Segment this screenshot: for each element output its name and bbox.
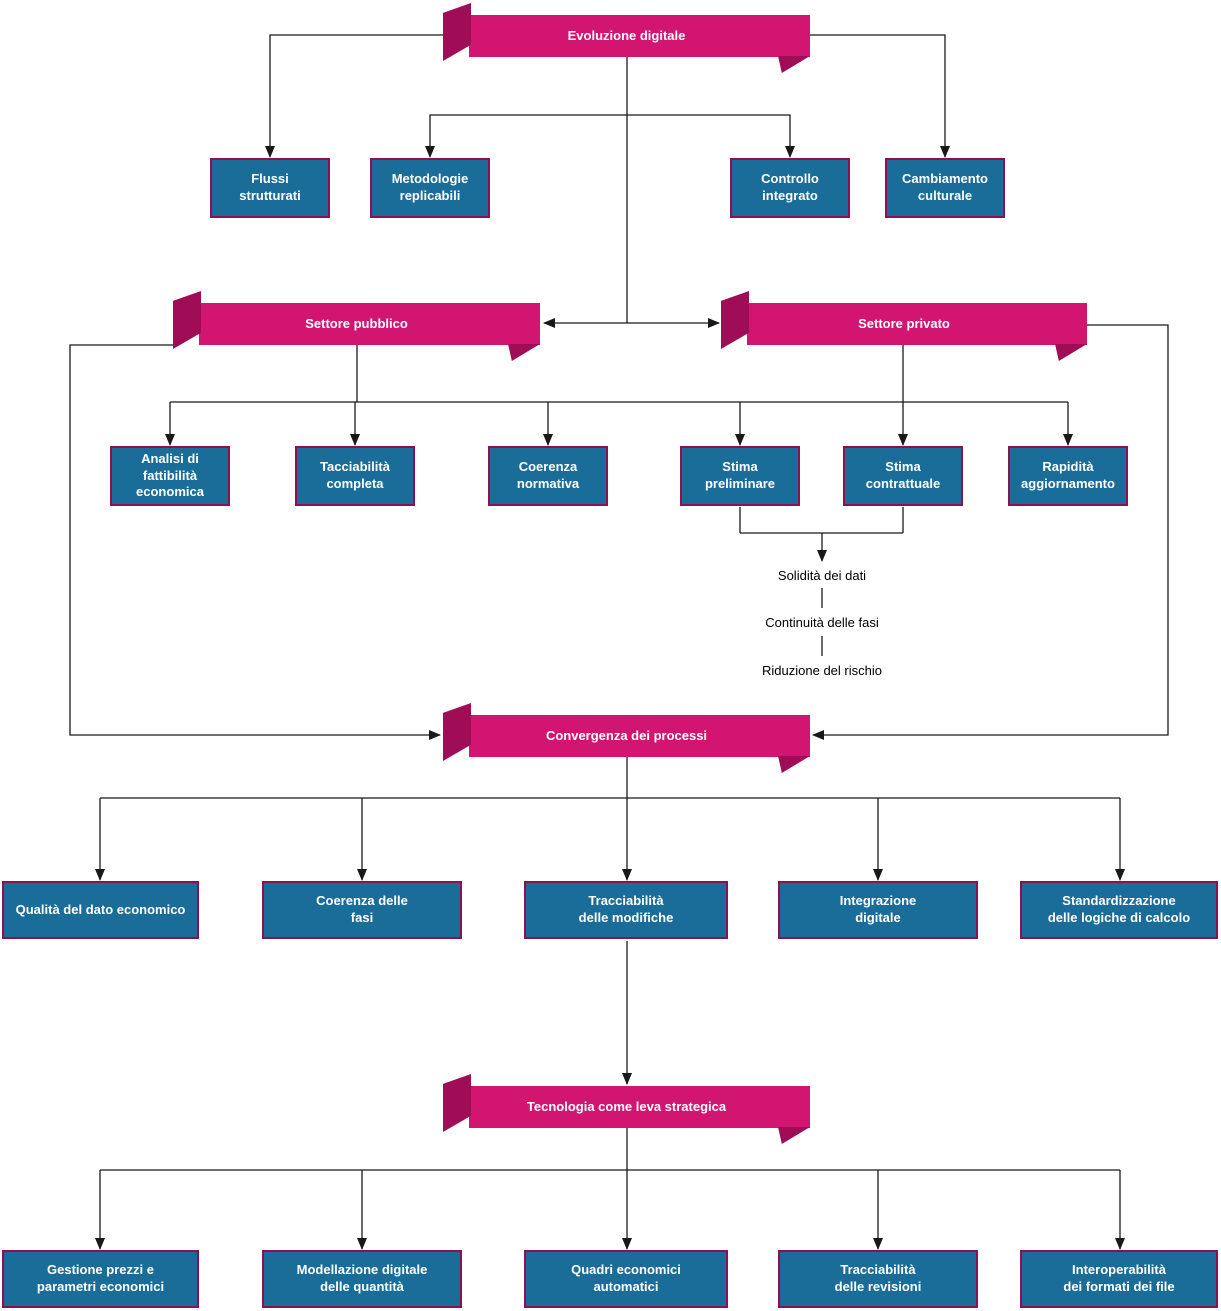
ribbon-label: Settore pubblico [305,316,408,331]
connector-pubblico-convergenza [69,344,441,740]
node-controllo-integrato: Controllo integrato [730,158,850,218]
node-analisi-fattibilita: Analisi di fattibilità economica [110,446,230,506]
ribbon-tecnologia-leva-strategica: Tecnologia come leva strategica [443,1074,810,1146]
ribbon-convergenza-processi: Convergenza dei processi [443,703,810,775]
node-modellazione-digitale: Modellazione digitale delle quantità [262,1250,462,1308]
node-stima-contrattuale: Stima contrattuale [843,446,963,506]
node-metodologie-replicabili: Metodologie replicabili [370,158,490,218]
connector-evoluzione-metodologie [425,114,627,158]
node-qualita-dato-economico: Qualità del dato economico [2,881,199,939]
ribbon-label: Convergenza dei processi [545,728,708,743]
ribbon-band [469,1086,810,1128]
ribbon-settore-privato: Settore privato [721,291,1087,363]
ribbon-evoluzione-digitale: Evoluzione digitale [443,3,810,75]
connector-evoluzione-controllo [627,114,795,158]
node-coerenza-normativa: Coerenza normativa [488,446,608,506]
node-gestione-prezzi: Gestione prezzi e parametri economici [2,1250,199,1308]
node-standardizzazione-logiche: Standardizzazione delle logiche di calco… [1020,881,1218,939]
ribbon-band [199,303,540,345]
ribbon-band [469,15,810,57]
ribbon-label: Settore privato [858,316,950,331]
connector-privato-convergenza [812,324,1169,740]
node-tracciabilita-revisioni: Tracciabilità delle revisioni [778,1250,978,1308]
node-tracciabilita-modifiche: Tracciabilità delle modifiche [524,881,728,939]
ribbon-right-fold [1055,344,1087,361]
node-tacciabilita-completa: Tacciabilità completa [295,446,415,506]
node-rapidita-aggiornamento: Rapidità aggiornamento [1008,446,1128,506]
ribbon-right-fold [778,756,810,773]
ribbon-right-fold [778,1127,810,1144]
text-riduzione-del-rischio: Riduzione del rischio [762,663,882,678]
ribbon-label: Tecnologia come leva strategica [526,1099,727,1114]
node-integrazione-digitale: Integrazione digitale [778,881,978,939]
ribbon-settore-pubblico: Settore pubblico [173,291,540,363]
ribbon-right-fold [778,56,810,73]
text-continuita-delle-fasi: Continuità delle fasi [765,615,879,630]
connector-evoluzione-flussi [265,34,443,158]
node-interoperabilita-formati: Interoperabilità dei formati dei file [1020,1250,1218,1308]
text-solidita-dei-dati: Solidità dei dati [777,568,867,583]
ribbon-right-fold [508,344,540,361]
ribbon-band [747,303,1087,345]
node-stima-preliminare: Stima preliminare [680,446,800,506]
node-coerenza-delle-fasi: Coerenza delle fasi [262,881,462,939]
ribbon-label: Evoluzione digitale [567,28,686,43]
node-quadri-economici: Quadri economici automatici [524,1250,728,1308]
ribbon-band [469,715,810,757]
node-cambiamento-culturale: Cambiamento culturale [885,158,1005,218]
connector-evoluzione-cambiamento [810,34,950,158]
node-flussi-strutturati: Flussi strutturati [210,158,330,218]
